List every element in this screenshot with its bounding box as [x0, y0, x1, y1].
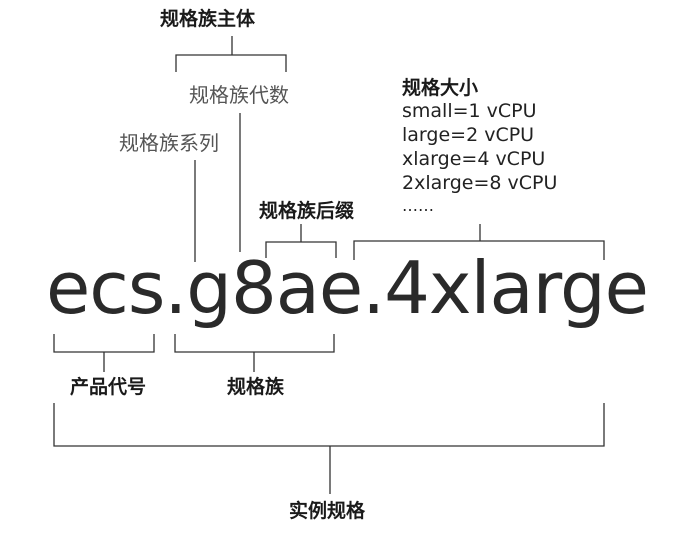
family-series-label: 规格族系列 [119, 131, 219, 155]
size-spec-line: 2xlarge=8 vCPU [402, 172, 558, 194]
size-spec-title: 规格大小 [402, 77, 479, 99]
instance-spec-label: 实例规格 [289, 500, 366, 522]
instance-type-code: ecs.g8ae.4xlarge [46, 246, 649, 330]
size-spec-line: small=1 vCPU [402, 100, 537, 122]
size-spec-line: xlarge=4 vCPU [402, 148, 546, 170]
product-code-bracket [53, 334, 155, 353]
family-suffix-label: 规格族后缀 [259, 200, 355, 222]
family-bracket [174, 334, 335, 353]
size-spec-line: large=2 vCPU [402, 124, 535, 146]
size-spec-ellipsis: …… [402, 196, 434, 215]
instance-spec-bracket [53, 403, 605, 447]
size-spec-bracket [353, 240, 605, 260]
family-label: 规格族 [227, 376, 285, 398]
family-body-label: 规格族主体 [160, 8, 256, 30]
product-code-label: 产品代号 [70, 376, 147, 398]
family-generation-label: 规格族代数 [189, 83, 289, 107]
family-body-bracket [175, 54, 287, 72]
